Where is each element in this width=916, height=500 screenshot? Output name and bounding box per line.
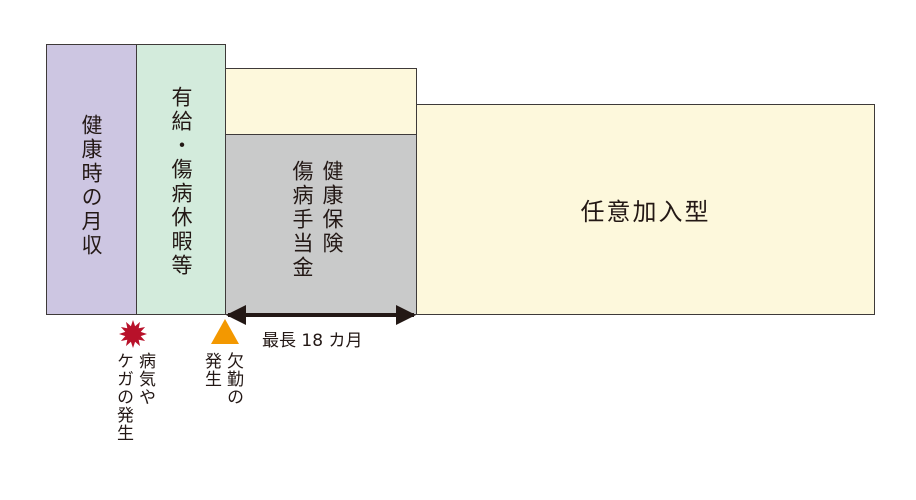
optional-block	[416, 104, 875, 315]
paid-leave-block	[136, 44, 226, 315]
insurance-block	[225, 134, 417, 315]
paid-leave-label: 有給・傷病休暇等	[169, 86, 193, 278]
triangle-icon	[211, 319, 239, 344]
illness-label-line-1: 病気や	[135, 352, 155, 406]
absence-label-line-1: 欠勤の	[223, 352, 243, 406]
insurance-label-line-1: 健康保険	[320, 160, 344, 256]
health-income-label: 健康時の月収	[79, 114, 103, 258]
duration-label: 最長 18 カ月	[262, 331, 363, 351]
health-income-block	[46, 44, 137, 315]
absence-label-line-2: 発生	[201, 352, 221, 388]
absence-marker-label: 欠勤の 発生	[200, 352, 244, 406]
insurance-label-line-2: 傷病手当金	[290, 160, 314, 280]
illness-marker-label: 病気や ケガの発生	[112, 352, 156, 442]
starburst-icon	[119, 320, 147, 348]
illness-label-line-2: ケガの発生	[113, 352, 133, 442]
optional-label: 任意加入型	[580, 198, 711, 226]
insurance-label: 健康保険 傷病手当金	[287, 160, 347, 280]
